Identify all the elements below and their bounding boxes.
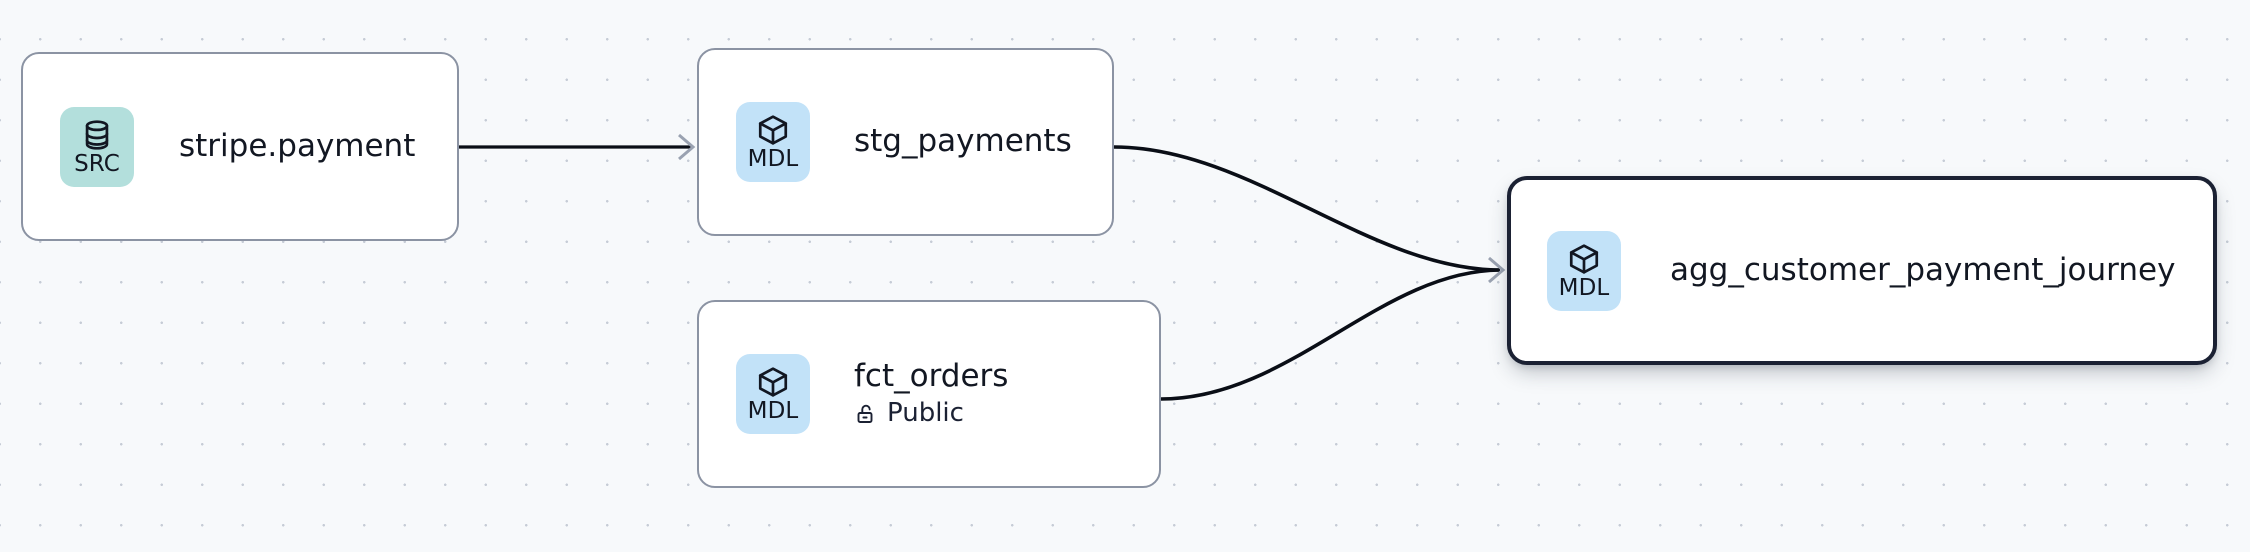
model-badge-label: MDL	[1558, 274, 1610, 301]
cube-icon	[758, 115, 788, 145]
source-badge: SRC	[60, 106, 134, 187]
node-title: fct_orders	[854, 358, 1009, 395]
node-body: agg_customer_payment_journey	[1670, 251, 2176, 289]
database-icon	[85, 119, 109, 150]
node-visibility-label: Public	[887, 397, 964, 428]
node-body: fct_orders Public	[854, 359, 1008, 429]
node-title: stripe.payment	[179, 127, 416, 164]
node-body: stripe.payment	[179, 127, 416, 165]
lineage-node-agg-customer-payment-journey[interactable]: MDL agg_customer_payment_journey	[1507, 176, 2217, 365]
edge-stg-payments-to-agg-journey	[1113, 145, 1501, 272]
node-title: agg_customer_payment_journey	[1670, 251, 2176, 288]
model-badge: MDL	[736, 102, 810, 182]
unlock-icon	[857, 404, 873, 423]
cube-icon	[758, 367, 788, 397]
edge-fct-orders-to-agg-journey	[1160, 268, 1501, 401]
node-title: stg_payments	[854, 123, 1072, 160]
source-badge-label: SRC	[74, 150, 120, 177]
model-badge: MDL	[1547, 230, 1621, 311]
edge-stripe-payment-to-stg-payments	[459, 133, 696, 161]
model-badge-label: MDL	[747, 398, 799, 424]
model-badge-label: MDL	[747, 146, 799, 172]
node-body: stg_payments	[854, 124, 1072, 160]
lineage-node-stg-payments[interactable]: MDL stg_payments	[697, 48, 1114, 236]
cube-icon	[1569, 243, 1599, 274]
arrowhead-agg-journey	[1488, 256, 1506, 284]
node-visibility: Public	[854, 397, 1008, 429]
lineage-node-fct-orders[interactable]: MDL fct_orders Public	[697, 300, 1161, 488]
lineage-node-stripe-payment[interactable]: SRC stripe.payment	[21, 52, 459, 241]
model-badge: MDL	[736, 354, 810, 434]
